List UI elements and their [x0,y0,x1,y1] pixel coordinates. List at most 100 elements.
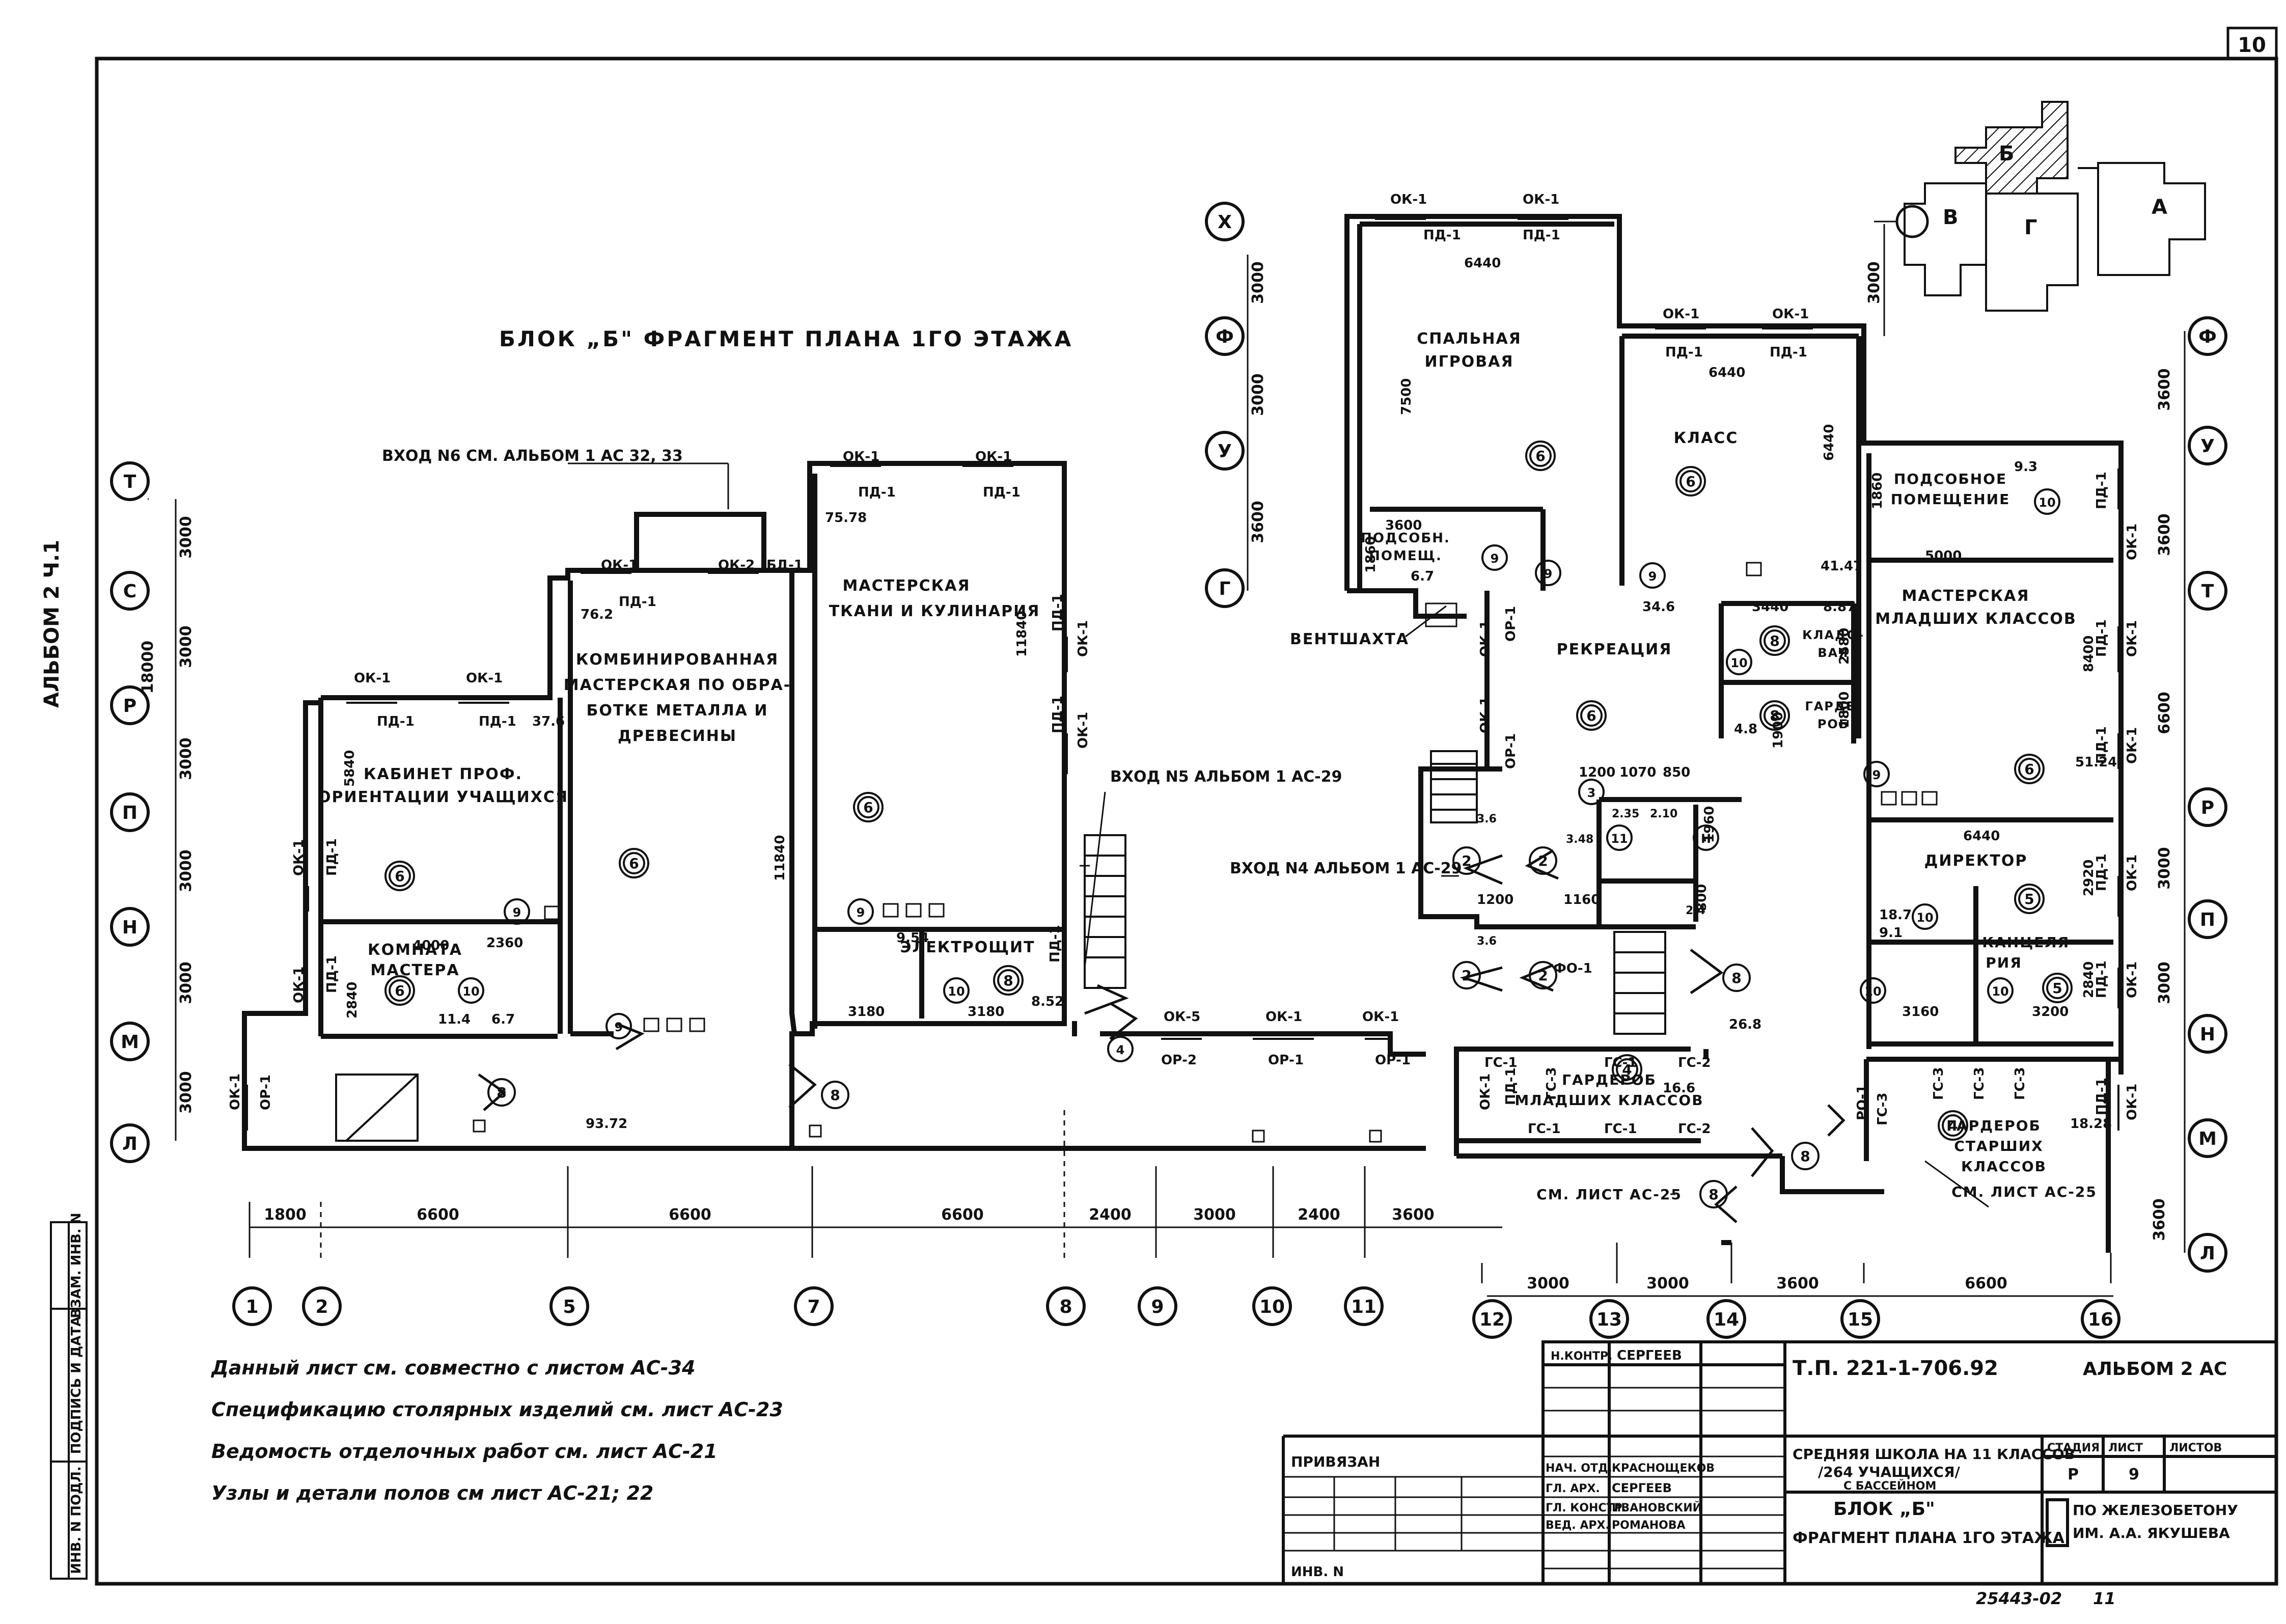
svg-text:ОК-1: ОК-1 [2125,727,2140,764]
svg-text:6.7: 6.7 [1411,569,1434,584]
svg-text:6.7: 6.7 [491,1012,515,1027]
grid-row-left-p: П [122,803,137,823]
stairs [335,750,1666,1142]
window-strips [246,218,2119,1131]
svg-text:РО-1: РО-1 [1855,1085,1870,1120]
dim-bottom-11: 3600 [1776,1275,1819,1292]
tb-school-2: /264 УЧАЩИХСЯ/ [1818,1464,1961,1480]
album-side-label: АЛЬБОМ 2 Ч.1 [40,540,64,708]
grid-row-left-n: Н [122,917,137,938]
svg-text:ФО-1: ФО-1 [1553,961,1592,976]
plan-title: БЛОК „Б" ФРАГМЕНТ ПЛАНА 1ГО ЭТАЖА [499,326,1073,351]
room-sleep-2: ИГРОВАЯ [1425,353,1514,371]
entrance-n4: ВХОД N4 АЛЬБОМ 1 АС-29 [1230,860,1462,877]
grid-row-right-r: Р [2201,797,2214,818]
dim-bottom-5: 2400 [1089,1206,1132,1224]
svg-text:8: 8 [1800,1148,1810,1165]
svg-text:ПД-1: ПД-1 [858,485,896,500]
room-combined-4: ДРЕВЕСИНЫ [618,727,737,745]
svg-text:ПД-1: ПД-1 [2094,726,2109,764]
grid-col-2: 2 [315,1297,328,1317]
room-pantry-1: КЛАДО- [1802,628,1864,642]
walls [242,214,2124,1253]
key-label-v: В [1943,206,1959,229]
svg-text:5000: 5000 [1925,548,1962,564]
dim-left-5: 3000 [177,961,195,1004]
svg-text:6: 6 [395,982,404,999]
svg-text:4000: 4000 [412,938,449,953]
room-combined-3: БОТКЕ МЕТАЛЛА И [587,702,768,720]
svg-text:9: 9 [1872,768,1881,782]
svg-text:6440: 6440 [1822,424,1837,461]
svg-text:ГС-3: ГС-3 [1544,1067,1559,1100]
svg-text:1860: 1860 [1870,473,1885,509]
tb-name-4: РОМАНОВА [1612,1519,1686,1532]
dim-bottom-10: 3000 [1646,1275,1689,1292]
grid-row-left-t: Т [124,472,136,492]
grid-labels: 1 2 5 7 8 9 10 11 12 13 14 15 16 Т С Р П… [121,212,2217,1330]
svg-text:9: 9 [857,905,865,920]
svg-text:ОК-1: ОК-1 [466,671,503,686]
dim-right-2: 3600 [2156,513,2173,556]
svg-text:ОК-1: ОК-1 [1523,192,1559,207]
grid-col-14: 14 [1714,1309,1739,1330]
svg-text:51.24: 51.24 [2075,755,2117,770]
room-pantry-2: ВАЯ [1817,646,1849,660]
svg-text:9: 9 [615,1020,623,1034]
tb-sheet-label: ЛИСТ [2108,1442,2143,1454]
entrance-n6: ВХОД N6 СМ. АЛЬБОМ 1 АС 32, 33 [382,447,683,465]
svg-text:ОК-1: ОК-1 [843,449,879,464]
svg-text:ПД-1: ПД-1 [1048,925,1063,962]
entrance-callouts: ВХОД N6 СМ. АЛЬБОМ 1 АС 32, 33 ВХОД N5 А… [382,447,1462,877]
svg-text:ГС-3: ГС-3 [1875,1092,1890,1125]
room-textile-2: ТКАНИ И КУЛИНАРИЯ [829,602,1040,620]
svg-text:8.52: 8.52 [1031,994,1064,1009]
room-jr-wardrobe-1: ГАРДЕРОБ [1562,1071,1657,1088]
grid-row-right-n: Н [2200,1024,2215,1045]
svg-text:2580: 2580 [1837,628,1852,665]
svg-text:ОК-1: ОК-1 [228,1074,243,1110]
note-3: Ведомость отделочных работ см. лист АС-2… [211,1440,718,1463]
grid-row-top-kh: Х [1218,212,1232,233]
svg-text:41.47: 41.47 [1821,559,1862,574]
room-aux-small-2: ПОМЕЩ. [1369,548,1442,564]
side-stamp [50,1221,88,1580]
svg-text:8: 8 [1731,970,1741,986]
grid-col-16: 16 [2088,1309,2113,1330]
svg-text:ПД-1: ПД-1 [1770,345,1807,360]
dim-bottom-12: 6600 [1965,1275,2007,1292]
fixtures [473,562,1938,1143]
grid-row-right-m: М [2198,1128,2217,1149]
svg-text:ПД-1: ПД-1 [2094,960,2109,998]
svg-text:ПД-1: ПД-1 [619,594,656,610]
grid-col-5: 5 [563,1297,575,1317]
tb-inv: ИНВ. N [1291,1564,1344,1580]
sheet-number: 10 [2238,34,2266,57]
svg-text:ОК-5: ОК-5 [1164,1009,1200,1025]
dim-bottom-9: 3000 [1527,1275,1569,1292]
svg-text:18.28: 18.28 [2070,1116,2112,1132]
svg-text:3180: 3180 [848,1004,885,1020]
svg-text:ОР-1: ОР-1 [1375,1053,1411,1068]
room-vent: ВЕНТШАХТА [1290,630,1409,648]
svg-text:3600: 3600 [1385,518,1422,533]
bottom-sheet: 11 [2093,1589,2116,1608]
bottom-code: 25443-02 [1976,1589,2062,1608]
dim-right-6: 3600 [2151,1198,2168,1241]
svg-text:2: 2 [1462,852,1471,869]
grid-row-top-f: Ф [1216,326,1234,347]
room-office-1: КАНЦЕЛЯ- [1982,934,2077,951]
tb-privyazan: ПРИВЯЗАН [1291,1453,1380,1470]
grid-col-15: 15 [1848,1309,1873,1330]
tb-sheets-label: ЛИСТОВ [2169,1442,2222,1454]
svg-text:ОК-1: ОК-1 [2125,855,2140,891]
tb-role-2: ГЛ. АРХ. [1546,1482,1600,1495]
room-names: КАБИНЕТ ПРОФ. ОРИЕНТАЦИИ УЧАЩИХСЯ КОМНАТ… [318,330,2096,1203]
dim-top-3: 3600 [1249,501,1267,543]
svg-text:ПД-1: ПД-1 [1423,228,1461,243]
svg-text:ПД-1: ПД-1 [2094,619,2109,657]
svg-text:800: 800 [1694,884,1710,912]
svg-text:6440: 6440 [1963,829,2000,844]
key-label-g: Г [2024,216,2037,239]
